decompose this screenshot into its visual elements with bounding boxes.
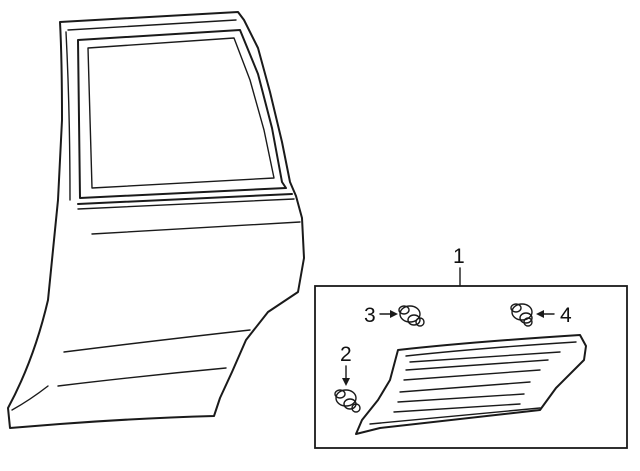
clip-icon: [398, 305, 425, 327]
clip-icon: [510, 303, 533, 327]
molding-kit-box: [314, 285, 628, 449]
clip-icon: [334, 389, 361, 413]
callout-3: 3: [364, 304, 398, 327]
rear-door-shell-icon: [7, 11, 305, 429]
body-side-molding-icon: [355, 334, 587, 435]
callout-4: 4: [536, 304, 572, 327]
callout-3-label: 3: [364, 304, 376, 327]
callout-4-label: 4: [560, 304, 572, 327]
callout-1: 1: [453, 245, 465, 287]
callout-2: 2: [340, 343, 352, 386]
callout-2-label: 2: [340, 343, 352, 366]
callout-1-label: 1: [453, 245, 465, 268]
